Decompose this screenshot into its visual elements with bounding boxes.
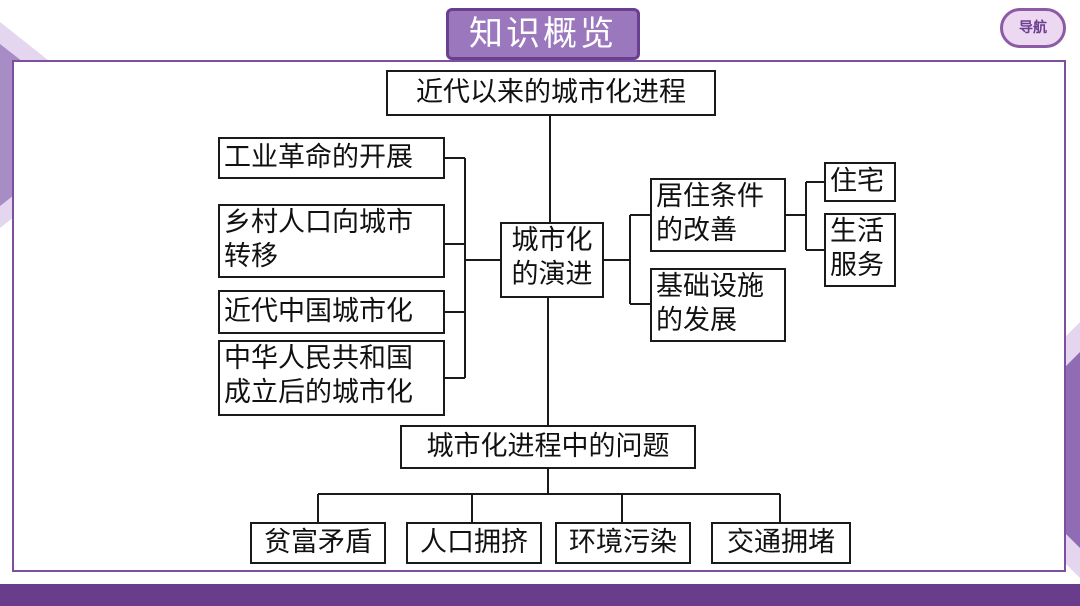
problem-4: 交通拥堵 [711,522,851,564]
node-center: 城市化 的演进 [500,222,604,298]
node-bottom: 城市化进程中的问题 [400,425,696,469]
node-far-right-1: 住宅 [824,162,896,202]
problem-2: 人口拥挤 [406,522,542,564]
problem-3: 环境污染 [555,522,691,564]
node-right-2: 基础设施 的发展 [650,268,786,342]
node-left-1: 工业革命的开展 [218,137,445,179]
page-title: 知识概览 [446,8,640,60]
node-far-right-2: 生活 服务 [824,213,896,287]
content-frame [12,60,1066,572]
node-left-3: 近代中国城市化 [218,290,445,334]
problem-1: 贫富矛盾 [250,522,386,564]
bottom-bar [0,584,1080,606]
node-top: 近代以来的城市化进程 [386,70,716,116]
nav-button[interactable]: 导航 [1000,8,1066,48]
node-left-4: 中华人民共和国 成立后的城市化 [218,340,445,416]
node-left-2: 乡村人口向城市 转移 [218,204,445,278]
node-right-1: 居住条件 的改善 [650,178,786,252]
